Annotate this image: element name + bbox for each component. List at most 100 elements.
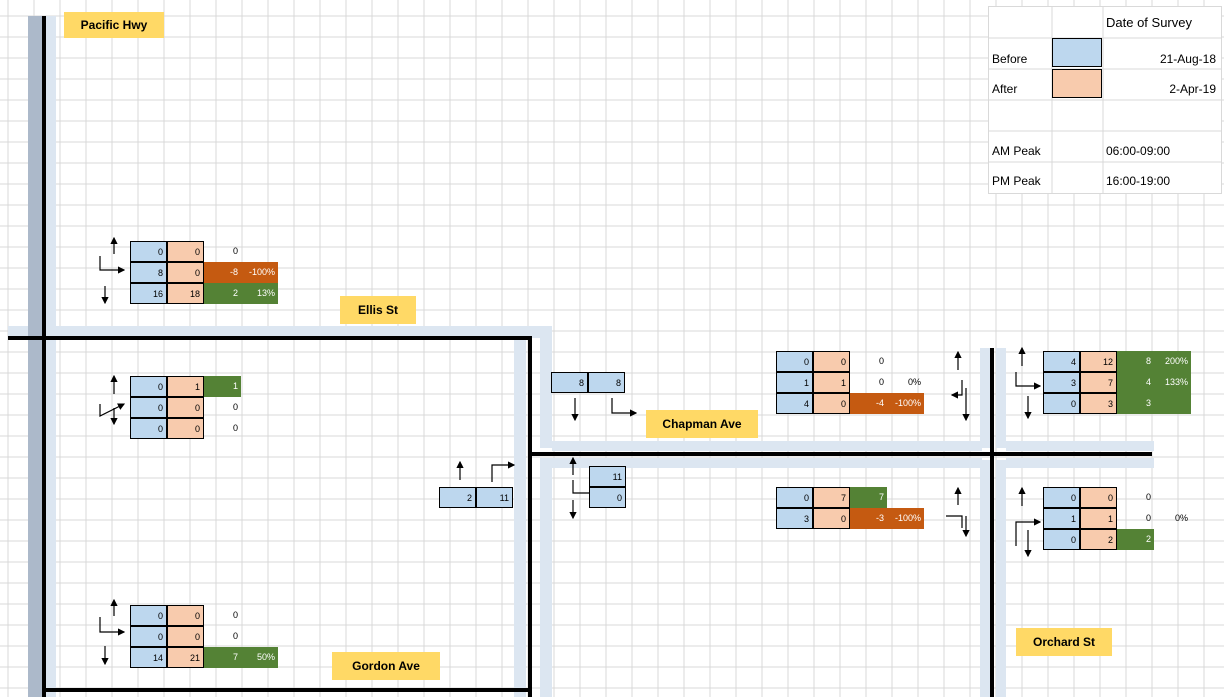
before-count: 3 <box>1043 372 1080 393</box>
before-count: 0 <box>130 626 167 647</box>
difference-count: 7 <box>204 647 241 668</box>
pacific-hwy-line <box>42 16 46 697</box>
before-count: 8 <box>551 372 588 393</box>
arrows-orchard-mid-right <box>1015 486 1042 558</box>
pacific-hwy-band <box>28 16 42 697</box>
chapman-road-shoulder-top <box>552 441 982 451</box>
arrows-pacific-mid <box>99 374 126 426</box>
after-count: 0 <box>167 418 204 439</box>
legend-header: Date of Survey <box>1106 15 1192 30</box>
ellis-road-shoulder <box>8 326 552 338</box>
orchard-road-shoulder-right-b <box>996 460 1006 697</box>
before-count: 3 <box>776 508 813 529</box>
arrows-chapman-left-pair <box>571 398 638 422</box>
after-count: 0 <box>167 397 204 418</box>
before-count: 0 <box>776 351 813 372</box>
arrows-ellis-top <box>99 236 126 305</box>
after-count: 0 <box>813 351 850 372</box>
difference-count: -4 <box>850 393 887 414</box>
legend-before-label: Before <box>992 52 1028 66</box>
difference-count: 4 <box>1117 372 1154 393</box>
chapman-ave-line <box>532 452 1152 456</box>
difference-count: 7 <box>850 487 887 508</box>
difference-count: 0 <box>232 423 238 433</box>
difference-percent: 13% <box>241 283 278 304</box>
difference-count: 8 <box>1117 351 1154 372</box>
legend-table: Date of Survey Before 21-Aug-18 After 2-… <box>988 6 1222 194</box>
difference-count: 3 <box>1117 393 1154 414</box>
legend-before-swatch <box>1052 38 1102 67</box>
after-count: 0 <box>813 393 850 414</box>
before-count: 1 <box>1043 508 1080 529</box>
arrows-chapman-south-pair <box>569 456 590 520</box>
gordon-ave-line <box>46 688 530 692</box>
orchard-road-shoulder-left-a <box>980 348 990 448</box>
west-road-line <box>528 336 532 697</box>
difference-count: 1 <box>204 376 241 397</box>
difference-percent: 50% <box>241 647 278 668</box>
difference-percent: 0% <box>1174 513 1188 523</box>
before-count: 8 <box>588 372 625 393</box>
after-count: 0 <box>167 626 204 647</box>
east-road-shoulder-a <box>540 338 552 448</box>
difference-percent: 133% <box>1154 372 1191 393</box>
ellis-st-line <box>8 336 532 340</box>
before-count: 4 <box>776 393 813 414</box>
difference-percent: 0% <box>907 377 921 387</box>
legend-am-time: 06:00-09:00 <box>1106 144 1171 158</box>
before-count: 14 <box>130 647 167 668</box>
before-count: 4 <box>1043 351 1080 372</box>
legend-pm-label: PM Peak <box>992 174 1041 188</box>
label-pacific-hwy: Pacific Hwy <box>64 12 164 38</box>
before-count: 16 <box>130 283 167 304</box>
difference-count: -3 <box>850 508 887 529</box>
legend-pm-time: 16:00-19:00 <box>1106 174 1171 188</box>
before-count: 0 <box>130 376 167 397</box>
difference-percent: -100% <box>887 393 924 414</box>
arrows-orchard-mid-left <box>946 486 970 538</box>
before-count: 0 <box>589 487 626 508</box>
before-count: 0 <box>1043 487 1080 508</box>
difference-count: 0 <box>1145 513 1151 523</box>
after-count: 1 <box>813 372 850 393</box>
orchard-road-shoulder-left-b <box>980 460 990 697</box>
difference-count: 0 <box>878 356 884 366</box>
difference-percent <box>1154 393 1191 414</box>
before-count: 0 <box>776 487 813 508</box>
after-count: 18 <box>167 283 204 304</box>
pacific-road-shoulder <box>46 16 56 697</box>
difference-count: 0 <box>1145 492 1151 502</box>
difference-count: 0 <box>232 631 238 641</box>
difference-count: 0 <box>232 402 238 412</box>
west-road-shoulder <box>514 338 526 697</box>
arrows-gordon <box>99 598 126 666</box>
legend-after-label: After <box>992 82 1018 96</box>
arrows-mid-left-pair <box>456 460 516 482</box>
arrows-orchard-top <box>1015 346 1042 420</box>
after-count: 0 <box>813 508 850 529</box>
label-chapman-ave: Chapman Ave <box>646 410 758 438</box>
after-count: 0 <box>167 262 204 283</box>
difference-count: 2 <box>1117 529 1154 550</box>
label-orchard-st: Orchard St <box>1016 628 1112 656</box>
legend-before-date: 21-Aug-18 <box>1159 52 1216 66</box>
before-count: 0 <box>130 397 167 418</box>
before-count: 11 <box>476 487 513 508</box>
arrows-chapman-right <box>950 350 970 422</box>
before-count: 11 <box>589 466 626 487</box>
difference-count: -8 <box>204 262 241 283</box>
after-count: 1 <box>167 376 204 397</box>
before-count: 0 <box>130 241 167 262</box>
after-count: 2 <box>1080 529 1117 550</box>
difference-count: 0 <box>232 610 238 620</box>
after-count: 1 <box>1080 508 1117 529</box>
after-count: 7 <box>1080 372 1117 393</box>
after-count: 21 <box>167 647 204 668</box>
difference-percent: -100% <box>887 508 924 529</box>
before-count: 0 <box>1043 393 1080 414</box>
chapman-road-shoulder-bottom-east <box>1006 458 1154 468</box>
after-count: 0 <box>167 241 204 262</box>
difference-count: 2 <box>204 283 241 304</box>
